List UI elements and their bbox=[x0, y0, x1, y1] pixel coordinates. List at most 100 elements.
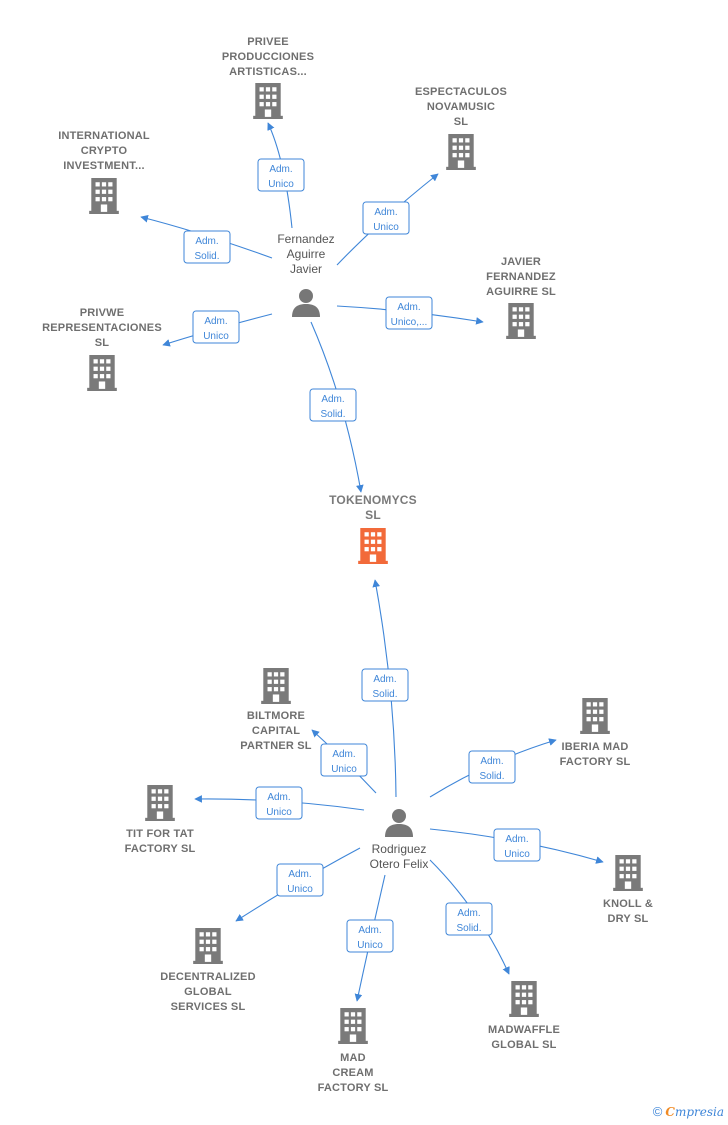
company-name-line: FACTORY SL bbox=[318, 1082, 389, 1094]
company-name-line: DRY SL bbox=[608, 913, 649, 925]
role-label-box[interactable]: Adm.Unico bbox=[192, 310, 240, 344]
role-label-text: Unico bbox=[203, 331, 229, 342]
company-international[interactable]: INTERNATIONALCRYPTOINVESTMENT... bbox=[58, 130, 150, 214]
edge-f-tokenomycs[interactable]: Adm. Solid. bbox=[309, 321, 364, 493]
company-name-line: ARTISTICAS... bbox=[229, 66, 307, 78]
company-name-line: NOVAMUSIC bbox=[427, 101, 495, 113]
role-label-box[interactable]: Adm. Unico bbox=[320, 743, 368, 777]
company-name-line: SL bbox=[95, 337, 110, 349]
person-name-line: Otero Felix bbox=[370, 857, 429, 871]
role-label-text: Adm. bbox=[373, 674, 396, 685]
role-label-text: Adm. bbox=[397, 302, 420, 313]
edge-r-titfortat[interactable]: Adm.Unico bbox=[194, 786, 365, 820]
building-icon bbox=[358, 528, 388, 564]
role-label-box[interactable]: Adm.Solid. bbox=[445, 902, 493, 936]
company-knoll[interactable]: KNOLL &DRY SL bbox=[603, 855, 653, 925]
edges-layer: Adm.UnicoAdm.UnicoAdm.Solid.Adm.Unico,..… bbox=[140, 122, 604, 1002]
role-label-text: Adm. bbox=[480, 756, 503, 767]
role-label-box[interactable]: Adm. Solid. bbox=[361, 668, 409, 702]
role-label-text: Unico bbox=[504, 849, 530, 860]
company-name-line: AGUIRRE SL bbox=[486, 286, 556, 298]
company-name-line: DECENTRALIZED bbox=[160, 971, 256, 983]
role-label-frame bbox=[493, 828, 541, 862]
role-label-text: Solid. bbox=[456, 923, 481, 934]
edge-r-tokenomycs[interactable]: Adm. Solid. bbox=[361, 579, 409, 798]
edge-f-javier[interactable]: Adm.Unico,... bbox=[336, 296, 484, 330]
brand-logo-text[interactable]: mpresia bbox=[674, 1105, 724, 1119]
edge-r-madcream[interactable]: Adm.Unico bbox=[346, 874, 394, 1002]
company-privee[interactable]: PRIVEEPRODUCCIONESARTISTICAS... bbox=[222, 36, 314, 119]
company-javier_sl[interactable]: JAVIER FERNANDEZ AGUIRRE SL bbox=[486, 256, 556, 339]
role-label-box[interactable]: Adm.Unico bbox=[257, 158, 305, 192]
company-name-line: INTERNATIONAL bbox=[58, 130, 150, 142]
role-label-box[interactable]: Adm.Unico bbox=[255, 786, 303, 820]
edge-f-privee[interactable]: Adm.Unico bbox=[257, 122, 305, 229]
role-label-text: Adm. bbox=[332, 749, 355, 760]
company-name-line: PARTNER SL bbox=[240, 740, 312, 752]
role-label-text: Solid. bbox=[372, 689, 397, 700]
company-name-line: MAD bbox=[340, 1052, 366, 1064]
role-label-box[interactable]: Adm.Unico bbox=[346, 919, 394, 953]
company-name-line: REPRESENTACIONES bbox=[42, 322, 162, 334]
company-name-line: TIT FOR TAT bbox=[126, 828, 194, 840]
edge-r-biltmore[interactable]: Adm. Unico bbox=[311, 729, 377, 794]
role-label-box[interactable]: Adm. Solid. bbox=[468, 750, 516, 784]
company-privwe[interactable]: PRIVWE REPRESENTACIONES SL bbox=[42, 307, 162, 391]
role-label-box[interactable]: Adm.Unico bbox=[362, 201, 410, 235]
role-label-frame bbox=[183, 230, 231, 264]
company-name-line: JAVIER bbox=[501, 256, 541, 268]
company-name-line: FACTORY SL bbox=[560, 756, 631, 768]
role-label-frame bbox=[257, 158, 305, 192]
role-label-text: Unico bbox=[331, 764, 357, 775]
building-icon bbox=[509, 981, 539, 1017]
company-name-line: BILTMORE bbox=[247, 710, 305, 722]
role-label-text: Solid. bbox=[194, 251, 219, 262]
building-icon bbox=[89, 178, 119, 214]
edge-f-espectaculos[interactable]: Adm.Unico bbox=[336, 173, 439, 266]
edge-r-madwaffle[interactable]: Adm.Solid. bbox=[429, 859, 510, 975]
edge-r-decentralized[interactable]: Adm.Unico bbox=[235, 847, 361, 922]
person-icon bbox=[385, 809, 413, 837]
role-label-text: Adm. bbox=[505, 834, 528, 845]
role-label-box[interactable]: Adm.Solid. bbox=[183, 230, 231, 264]
role-label-text: Unico bbox=[268, 179, 294, 190]
company-name-line: FERNANDEZ bbox=[486, 271, 556, 283]
role-label-box[interactable]: Adm.Unico,... bbox=[385, 296, 433, 330]
person-name-line: Javier bbox=[290, 262, 322, 276]
role-label-box[interactable]: Adm. Unico bbox=[493, 828, 541, 862]
company-name-line: PRIVEE bbox=[247, 36, 289, 48]
role-label-box[interactable]: Adm.Unico bbox=[276, 863, 324, 897]
role-label-text: Adm. bbox=[321, 394, 344, 405]
edge-r-iberia[interactable]: Adm. Solid. bbox=[429, 738, 557, 798]
building-icon bbox=[145, 785, 175, 821]
role-label-box[interactable]: Adm. Solid. bbox=[309, 388, 357, 422]
building-icon bbox=[580, 698, 610, 734]
edge-f-international[interactable]: Adm.Solid. bbox=[140, 214, 273, 264]
role-label-text: Adm. bbox=[267, 792, 290, 803]
edge-r-knoll[interactable]: Adm. Unico bbox=[429, 828, 604, 864]
company-iberia[interactable]: IBERIA MAD FACTORY SL bbox=[560, 698, 631, 768]
footer-credit: ©Cmpresia bbox=[653, 1104, 724, 1119]
company-biltmore[interactable]: BILTMORE CAPITAL PARTNER SL bbox=[240, 668, 312, 752]
edge-f-privwe[interactable]: Adm.Unico bbox=[162, 310, 273, 347]
person-name-line: Fernandez bbox=[277, 232, 334, 246]
building-icon bbox=[193, 928, 223, 964]
role-label-text: Solid. bbox=[479, 771, 504, 782]
company-name-line: CAPITAL bbox=[252, 725, 300, 737]
building-icon bbox=[446, 134, 476, 170]
company-name-line: PRIVWE bbox=[80, 307, 125, 319]
role-label-text: Solid. bbox=[320, 409, 345, 420]
role-label-frame bbox=[361, 668, 409, 702]
brand-logo-initial[interactable]: C bbox=[665, 1105, 675, 1119]
company-name-line: IBERIA MAD bbox=[562, 741, 629, 753]
company-name-line: SERVICES SL bbox=[171, 1001, 246, 1013]
